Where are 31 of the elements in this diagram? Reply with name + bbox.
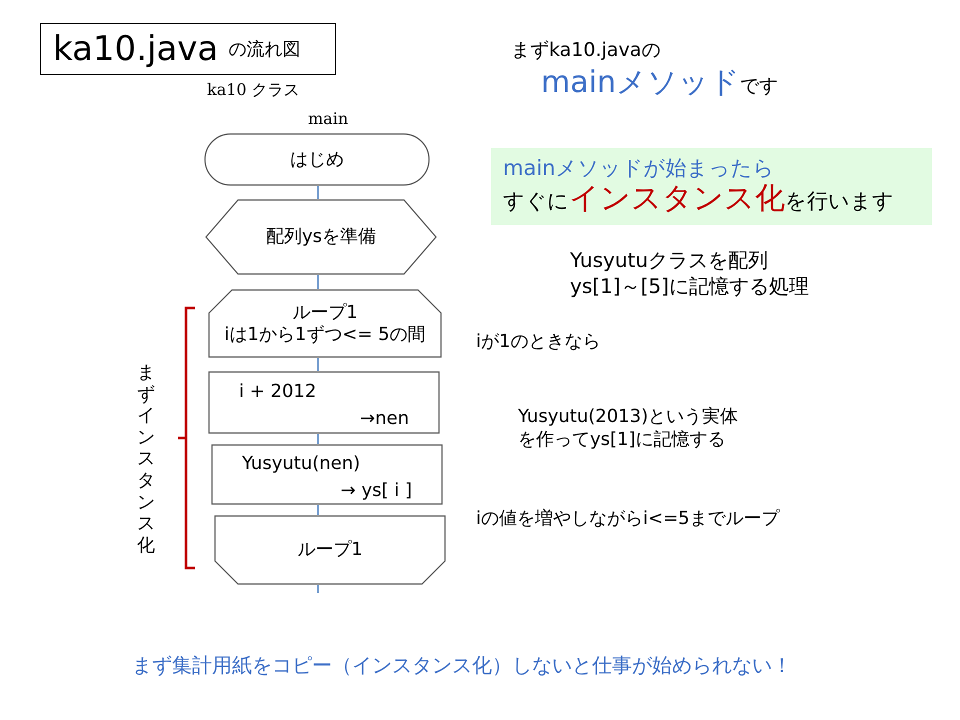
process-box [208, 371, 440, 434]
highlight-box [491, 148, 932, 225]
preparation-hexagon [205, 199, 437, 275]
heading-note: まずka10.javaのmainメソッドです [511, 38, 779, 102]
note-text: iの値を増やしながらi<=5までループ [476, 507, 780, 530]
footer-note: まず集計用紙をコピー（インスタンス化）しないと仕事が始められない！ [132, 652, 792, 678]
node-text: iは1から1ずつ<= 5の間 [224, 324, 426, 346]
connector-line [317, 275, 319, 289]
method-label: main [308, 109, 348, 130]
connector-line [317, 505, 319, 515]
note-text: Yusyutuクラスを配列ys[1]～[5]に記憶する処理 [570, 247, 810, 299]
node-text: ループ1 [292, 302, 358, 324]
title-box: ka10.java の流れ図 [40, 23, 336, 75]
node-text: すぐにインスタンス化を行います [503, 181, 894, 218]
note-text: iが1のときなら [476, 330, 600, 354]
process-box [211, 444, 443, 505]
node-text: はじめ [290, 148, 344, 170]
connector-line [317, 585, 319, 593]
node-text: ループ1 [297, 539, 363, 561]
loop-end-box [214, 515, 446, 585]
node-text: i + 2012 →nen [239, 380, 409, 430]
node-text: 配列ysを準備 [266, 226, 376, 248]
connector-line [317, 358, 319, 371]
connector-line [317, 434, 319, 444]
node-text: Yusyutu(nen) → ys[ i ] [242, 452, 412, 502]
class-label: ka10 クラス [207, 80, 300, 101]
vertical-note: まずインスタンス化 [136, 362, 156, 556]
node-text: mainメソッドが始まったら [503, 156, 774, 182]
note-text: Yusyutu(2013)という実体を作ってys[1]に記憶する [518, 405, 740, 452]
loop-start-box [208, 289, 442, 358]
connector-line [317, 186, 319, 199]
